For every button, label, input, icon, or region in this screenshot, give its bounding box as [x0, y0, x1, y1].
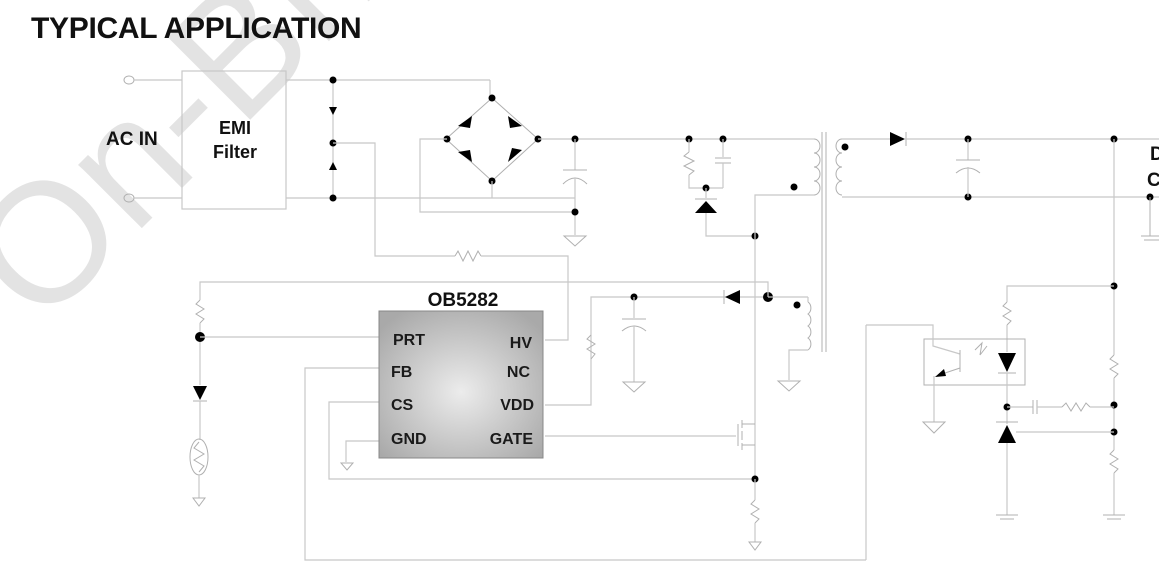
pin-vdd: VDD [500, 397, 534, 414]
pin-gnd: GND [391, 431, 427, 448]
ground-icon [562, 235, 588, 247]
ic-wiring [304, 367, 866, 561]
output-stage: D C [890, 132, 1159, 241]
bridge-rectifier [419, 80, 800, 213]
resistor-icon [1109, 354, 1119, 379]
diode-icon [508, 148, 522, 162]
diode-icon [329, 162, 337, 170]
emi-filter-line2: Filter [213, 142, 257, 162]
pin-cs: CS [391, 397, 414, 414]
emi-filter-line1: EMI [219, 118, 251, 138]
ground-icon [921, 421, 947, 434]
bulk-capacitor [562, 135, 588, 247]
resistor-icon [195, 299, 205, 324]
ground-icon [748, 541, 762, 551]
pin-gate: GATE [490, 431, 534, 448]
ground-icon [776, 380, 802, 392]
pin-hv: HV [510, 335, 533, 352]
rcd-snubber [682, 135, 759, 240]
diode-icon [695, 201, 717, 213]
watermark: On-Brig [0, 0, 480, 356]
ground-icon [192, 497, 206, 507]
output-label-line2: C [1147, 170, 1159, 191]
optocoupler [923, 338, 1026, 386]
resistor-icon [1002, 301, 1012, 326]
resistor-icon [454, 249, 482, 263]
hv-diodes [329, 76, 569, 341]
ic-ob5282: OB5282 PRT FB CS GND HV NC VDD GATE [378, 290, 544, 459]
diode-icon [458, 150, 472, 162]
vdd-supply [199, 281, 809, 406]
resistor-icon [750, 499, 760, 524]
diode-icon [508, 116, 522, 128]
transformer [754, 132, 1159, 480]
diode-icon [725, 290, 740, 304]
diode-icon [890, 132, 905, 146]
ic-part-number: OB5282 [428, 290, 499, 311]
tl431-icon [998, 425, 1016, 443]
ac-in-label: AC IN [106, 129, 158, 150]
ground-icon [339, 462, 355, 471]
feedback-network [865, 139, 1125, 560]
prt-network [189, 299, 380, 507]
resistor-icon [586, 334, 596, 360]
resistor-icon [1061, 402, 1091, 412]
resistor-icon [682, 151, 696, 176]
pin-fb: FB [391, 364, 412, 381]
pin-prt: PRT [393, 332, 425, 349]
ac-input: AC IN [106, 75, 182, 203]
diode-icon [458, 116, 472, 128]
diode-icon [193, 386, 207, 400]
ic-body [378, 310, 544, 459]
led-icon [998, 353, 1016, 372]
page-title: TYPICAL APPLICATION [31, 12, 362, 45]
diode-icon [329, 107, 337, 115]
output-label-line1: D [1150, 144, 1159, 165]
pin-nc: NC [507, 364, 531, 381]
resistor-icon [1109, 449, 1119, 474]
ground-icon [621, 381, 647, 393]
